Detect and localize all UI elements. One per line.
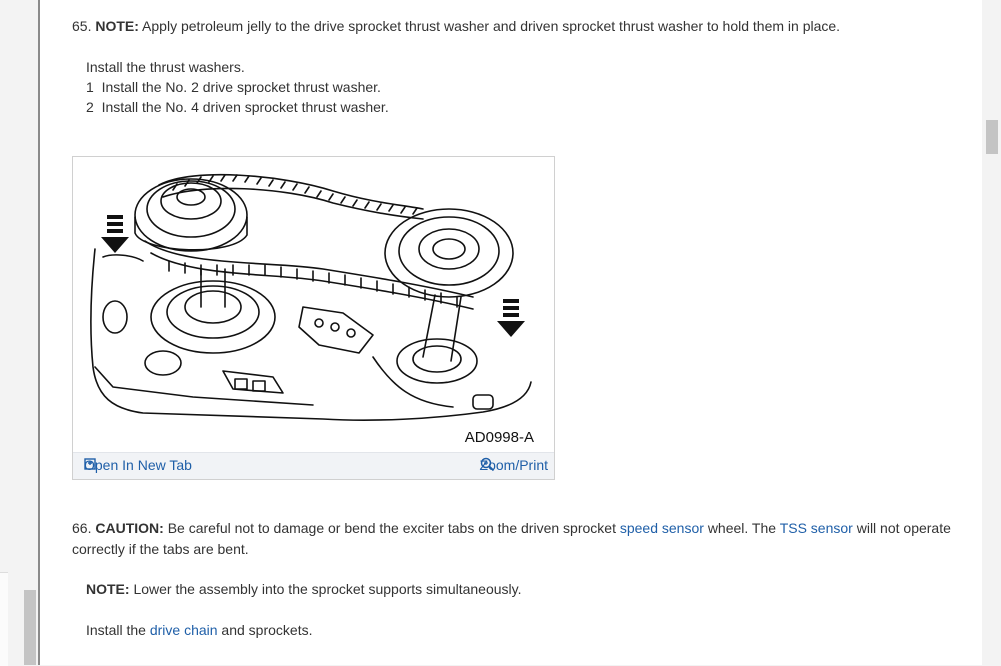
step-66-note-text: Lower the assembly into the sprocket sup… (133, 581, 522, 597)
vertical-scrollbar-thumb[interactable] (986, 120, 998, 154)
step-65-item-2-text: Install the No. 4 driven sprocket thrust… (101, 99, 389, 115)
step-65-item-1-num: 1 (86, 79, 94, 95)
step-65-item-1-text: Install the No. 2 drive sprocket thrust … (101, 79, 381, 95)
step-65-note-label: NOTE: (95, 18, 139, 34)
step-65-item-2: 2 Install the No. 4 driven sprocket thru… (86, 97, 389, 117)
zoom-in-icon (480, 457, 494, 472)
zoom-print-label: Zoom/Print (479, 457, 548, 473)
document-content: 65. NOTE: Apply petroleum jelly to the d… (40, 0, 982, 665)
open-in-new-tab-label: Open In New Tab (84, 457, 192, 473)
pane-divider[interactable] (38, 0, 40, 665)
step-66-caution-label: CAUTION: (95, 520, 164, 536)
left-scrollbar-thumb[interactable] (24, 590, 36, 665)
step-66-caution-line-2: correctly if the tabs are bent. (72, 541, 249, 557)
open-in-new-tab-link[interactable]: Open In New Tab (84, 457, 192, 473)
step-66-note: NOTE: Lower the assembly into the sprock… (86, 579, 522, 599)
open-new-tab-icon (84, 458, 96, 470)
step-66-install-post: and sprockets. (221, 622, 313, 638)
sprocket-chain-illustration (90, 173, 532, 421)
step-65-note-text: Apply petroleum jelly to the drive sproc… (142, 18, 841, 34)
speed-sensor-link[interactable]: speed sensor (619, 520, 704, 536)
step-66-caution-pre: Be careful not to damage or bend the exc… (167, 520, 616, 536)
step-66-caution-mid: wheel. The (707, 520, 777, 536)
step-65-item-1: 1 Install the No. 2 drive sprocket thrus… (86, 77, 381, 97)
left-pane-panel (0, 572, 8, 666)
step-65-note: 65. NOTE: Apply petroleum jelly to the d… (72, 16, 840, 36)
step-66-number: 66. (72, 520, 92, 536)
step-66-caution: 66. CAUTION: Be careful not to damage or… (72, 518, 951, 538)
figure-toolbar: Open In New Tab Zoom/Print (73, 452, 554, 479)
step-66-note-label: NOTE: (86, 581, 130, 597)
figure-ad0998: AD0998-A Open In New Tab Zoom/Print (72, 156, 555, 480)
vertical-scrollbar[interactable] (982, 0, 1001, 665)
drive-chain-link[interactable]: drive chain (149, 622, 218, 638)
tss-sensor-link[interactable]: TSS sensor (779, 520, 853, 536)
step-65-item-2-num: 2 (86, 99, 94, 115)
step-65-intro: Install the thrust washers. (86, 59, 245, 75)
step-66-caution-post: will not operate (856, 520, 951, 536)
step-66-install: Install the drive chain and sprockets. (86, 620, 312, 640)
step-65-number: 65. (72, 18, 92, 34)
left-pane (0, 0, 40, 666)
step-66-install-pre: Install the (86, 622, 146, 638)
zoom-print-link[interactable]: Zoom/Print (480, 457, 548, 473)
figure-label: AD0998-A (464, 429, 534, 446)
